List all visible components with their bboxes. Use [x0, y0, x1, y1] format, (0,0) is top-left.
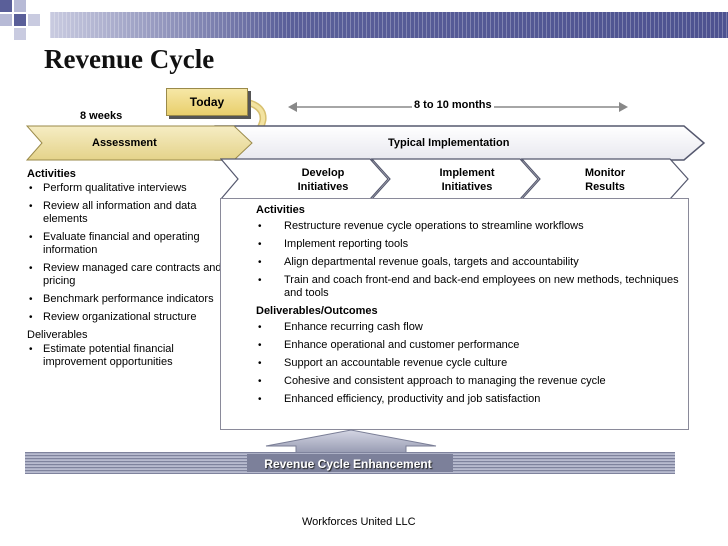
today-marker: Today: [166, 88, 248, 116]
page-title: Revenue Cycle: [44, 44, 215, 74]
list-item: Review managed care contracts and pricin…: [27, 262, 227, 288]
implementation-activities-list: Restructure revenue cycle operations to …: [256, 220, 686, 300]
list-item: Support an accountable revenue cycle cul…: [256, 357, 686, 370]
list-item: Align departmental revenue goals, target…: [256, 256, 686, 269]
assessment-activities-list: Perform qualitative interviews Review al…: [27, 182, 227, 324]
list-item: Review all information and data elements: [27, 200, 227, 226]
bottom-bar: [25, 452, 675, 474]
implementation-activities-heading: Activities: [256, 204, 305, 216]
list-item: Implement reporting tools: [256, 238, 686, 251]
list-item: Enhance recurring cash flow: [256, 321, 686, 334]
subphase-develop: Develop Initiatives: [297, 167, 349, 193]
implementation-panel-frame: [220, 198, 689, 430]
assessment-label: Assessment: [92, 137, 157, 149]
footer-text: Workforces United LLC: [302, 516, 416, 528]
list-item: Train and coach front-end and back-end e…: [256, 274, 686, 300]
list-item: Estimate potential financial improvement…: [27, 343, 227, 369]
assessment-deliverables-list: Estimate potential financial improvement…: [27, 343, 227, 369]
list-item: Review organizational structure: [27, 311, 227, 324]
implementation-deliverables-heading: Deliverables/Outcomes: [256, 305, 378, 317]
list-item: Enhanced efficiency, productivity and jo…: [256, 393, 686, 406]
subphase-monitor: Monitor Results: [584, 167, 626, 193]
list-item: Cohesive and consistent approach to mana…: [256, 375, 686, 388]
list-item: Benchmark performance indicators: [27, 293, 227, 306]
typical-implementation-label: Typical Implementation: [388, 137, 510, 149]
implementation-deliverables-list: Enhance recurring cash flow Enhance oper…: [256, 321, 686, 406]
subphase-implement: Implement Initiatives: [439, 167, 495, 193]
corner-squares-decoration: [0, 0, 40, 40]
list-item: Evaluate financial and operating informa…: [27, 231, 227, 257]
header-bar: [50, 12, 728, 38]
duration-weeks-label: 8 weeks: [80, 110, 123, 122]
list-item: Perform qualitative interviews: [27, 182, 227, 195]
revenue-cycle-enhancement-label: Revenue Cycle Enhancement: [264, 457, 432, 471]
duration-months-label: 8 to 10 months: [412, 99, 494, 111]
assessment-panel: Activities Perform qualitative interview…: [27, 168, 227, 374]
assessment-activities-heading: Activities: [27, 168, 76, 180]
list-item: Restructure revenue cycle operations to …: [256, 220, 686, 233]
implementation-panel: Activities Restructure revenue cycle ope…: [256, 204, 686, 411]
list-item: Enhance operational and customer perform…: [256, 339, 686, 352]
assessment-deliverables-heading: Deliverables: [27, 329, 88, 341]
subphase-chevrons: [220, 158, 689, 200]
